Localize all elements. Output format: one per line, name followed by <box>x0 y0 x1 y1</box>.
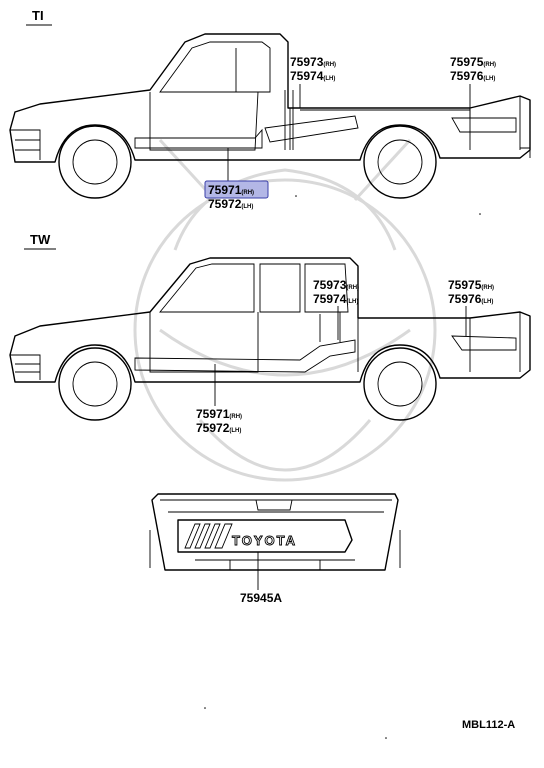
callout-tw-bed[interactable]: 75975(RH) 75976(LH) <box>448 278 494 336</box>
svg-text:75975(RH): 75975(RH) <box>450 55 496 69</box>
watermark-emblem <box>133 138 437 482</box>
truck-ti-regular-cab <box>9 33 531 199</box>
section-tw-label: TW <box>24 232 56 250</box>
stripe-ti-upper <box>284 90 294 150</box>
svg-text:75974(LH): 75974(LH) <box>313 292 358 306</box>
svg-text:75973(RH): 75973(RH) <box>290 55 336 69</box>
callout-tw-upper[interactable]: 75973(RH) 75974(LH) <box>313 278 359 340</box>
stripe-tw-lower <box>134 339 356 373</box>
svg-text:75974(LH): 75974(LH) <box>290 69 335 83</box>
callout-ti-bed[interactable]: 75975(RH) 75976(LH) <box>450 55 496 118</box>
callout-ti-upper[interactable]: 75973(RH) 75974(LH) <box>290 55 336 108</box>
callout-highlight <box>204 180 269 199</box>
svg-text:TI: TI <box>32 8 44 23</box>
tailgate-rear-view <box>149 493 401 571</box>
svg-text:75975(RH): 75975(RH) <box>448 278 494 292</box>
callout-tw-lower[interactable]: 75971(RH) 75972(LH) <box>196 364 242 435</box>
section-ti-label: TI <box>26 8 52 26</box>
stripe-tw-upper <box>319 312 341 342</box>
callout-tailgate[interactable]: 75945A <box>240 552 282 605</box>
svg-text:75976(LH): 75976(LH) <box>450 69 495 83</box>
svg-text:TW: TW <box>30 232 51 247</box>
svg-text:75973(RH): 75973(RH) <box>313 278 359 292</box>
print-specks <box>204 195 481 739</box>
svg-text:75972(LH): 75972(LH) <box>208 197 253 211</box>
callout-ti-lower[interactable]: 75971(RH) 75972(LH) <box>204 148 269 211</box>
svg-text:75945A: 75945A <box>240 591 282 605</box>
tailgate-emblem-decal: TOYOTA <box>177 519 353 553</box>
stripe-ti-lower <box>134 115 359 149</box>
svg-text:75972(LH): 75972(LH) <box>196 421 241 435</box>
svg-text:75971(RH): 75971(RH) <box>196 407 242 421</box>
truck-tw-extended-cab <box>9 257 531 421</box>
diagram-reference-code: MBL112-A <box>462 719 515 731</box>
svg-text:TOYOTA: TOYOTA <box>232 533 297 548</box>
svg-text:75976(LH): 75976(LH) <box>448 292 493 306</box>
svg-text:75971(RH): 75971(RH) <box>208 183 254 197</box>
stripe-tw-bed <box>451 335 517 351</box>
stripe-ti-bed <box>451 117 517 133</box>
